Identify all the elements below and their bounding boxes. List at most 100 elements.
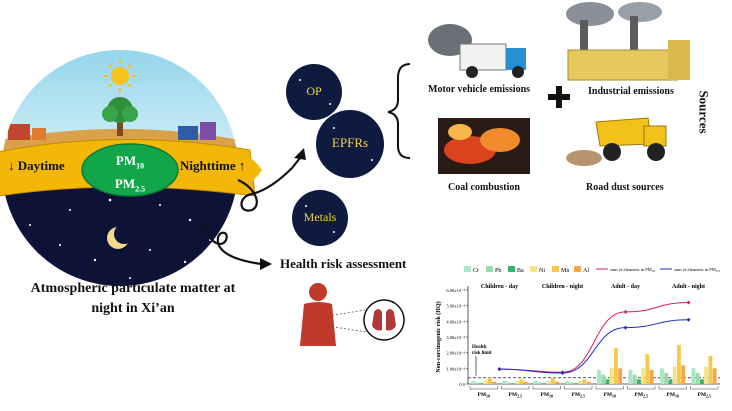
pm25-label: PM2.5: [114, 175, 146, 194]
bar-Al-3: [586, 381, 591, 384]
bar-Ni-0: [483, 380, 488, 384]
bar-Al-1: [523, 381, 528, 384]
bar-Ba-7: [700, 379, 704, 384]
bar-Mn-0: [488, 377, 492, 384]
bar-Pb-4: [601, 374, 606, 384]
health-risk-title: Health risk assessment: [280, 256, 407, 271]
bar-Al-6: [681, 365, 686, 384]
factory-icon: [566, 2, 690, 81]
op-bubble: [286, 64, 342, 120]
bar-Ni-4: [609, 368, 614, 384]
x-bracket-4: [595, 386, 624, 390]
x-bracket-1: [501, 386, 530, 390]
bar-Ni-3: [578, 380, 583, 384]
industrial-label: Industrial emissions: [588, 86, 674, 97]
bar-Cr-3: [565, 380, 570, 384]
bar-Ni-7: [704, 366, 709, 384]
legend-label-Al: Al: [583, 268, 589, 274]
bar-Cr-4: [597, 369, 601, 384]
dump-truck-icon: [566, 117, 667, 166]
x-tick-label-4: PM10: [603, 392, 616, 399]
legend-swatch-Ni: [530, 266, 537, 272]
legend-label-Pb: Pb: [495, 268, 501, 274]
bar-Ba-6: [668, 379, 673, 384]
bar-Pb-2: [538, 382, 543, 384]
bar-Cr-0: [471, 380, 475, 384]
bar-Ni-1: [515, 380, 520, 384]
line-point-0-3: [686, 300, 691, 305]
bar-Ba-5: [637, 379, 641, 384]
bar-Cr-6: [660, 368, 664, 384]
legend-swatch-Ba: [508, 266, 515, 272]
bar-Al-0: [492, 381, 497, 384]
bar-Ni-2: [546, 380, 551, 384]
x-tick-label-2: PM10: [540, 392, 553, 399]
x-tick-label-1: PM2.5: [508, 392, 522, 399]
sources-heading: Sources: [696, 90, 712, 134]
legend-line-label-0: sum of elements in PM10: [610, 267, 656, 273]
health-limit-label-2: risk limit: [472, 351, 492, 356]
caption-line-2: night in Xi’an: [91, 301, 175, 316]
bar-Pb-3: [569, 382, 574, 384]
group-title-2: Adult - day: [611, 284, 640, 290]
road-dust-label: Road dust sources: [586, 182, 664, 193]
y-tick-label-0: 0.0: [459, 382, 465, 387]
legend-swatch-Pb: [486, 266, 493, 272]
legend-label-Mn: Mn: [561, 268, 569, 274]
group-title-0: Children - day: [481, 284, 518, 290]
bar-Al-7: [712, 368, 717, 384]
bar-Ba-3: [574, 383, 578, 384]
x-bracket-3: [564, 386, 593, 390]
health-limit-label-1: Health: [472, 345, 487, 350]
bar-Pb-0: [475, 382, 480, 384]
bar-Ba-2: [542, 383, 547, 384]
x-bracket-7: [690, 386, 719, 390]
bar-Al-2: [555, 381, 560, 384]
nighttime-text: Nighttime: [180, 158, 236, 173]
arrow-to-bubbles: [237, 157, 301, 212]
line-point-0-2: [623, 309, 628, 314]
y-tick-label-6: 6.00x10⁻⁴: [446, 288, 465, 293]
daytime-text: Daytime: [17, 158, 65, 173]
group-title-3: Adult - night: [672, 284, 705, 290]
arrow-to-health: [202, 225, 263, 266]
pm-ellipse: [81, 143, 179, 197]
coal-icon: [438, 118, 530, 174]
x-tick-label-6: PM10: [666, 392, 679, 399]
line-point-1-1: [560, 371, 565, 376]
bar-Pb-6: [664, 373, 669, 384]
bar-Pb-1: [506, 382, 511, 384]
sun-icon: [104, 60, 136, 92]
bar-Ba-4: [605, 379, 610, 384]
line-point-1-2: [623, 325, 628, 330]
bar-Mn-4: [614, 347, 618, 384]
x-tick-label-7: PM2.5: [697, 392, 711, 399]
legend-swatch-Cr: [464, 266, 471, 272]
metals-label: Metals: [303, 210, 337, 224]
moon-icon: [107, 224, 134, 249]
arrow-down-icon: ↓: [8, 158, 15, 173]
y-tick-label-5: 5.00x10⁻⁴: [446, 304, 465, 309]
coal-combustion-label: Coal combustion: [448, 182, 520, 193]
bar-Cr-7: [691, 368, 696, 384]
bar-Al-4: [618, 368, 623, 384]
bar-Mn-2: [551, 377, 555, 384]
bar-Ni-5: [641, 368, 646, 384]
legend-swatch-Al: [574, 266, 581, 272]
x-bracket-2: [532, 386, 561, 390]
bar-Ba-1: [511, 383, 515, 384]
bar-Ba-0: [479, 383, 484, 384]
caption-line-1: Atmospheric particulate matter at: [30, 281, 236, 296]
line-point-1-3: [686, 317, 691, 322]
plus-icon: [548, 86, 570, 108]
y-axis-title: Non-carcinogenic risk (HQ): [435, 301, 442, 372]
bar-Cr-2: [534, 380, 538, 384]
epfrs-bubble: [316, 110, 384, 178]
tree-icon: [102, 97, 138, 136]
bar-Mn-1: [519, 379, 524, 384]
y-tick-label-1: 1.00x10⁻⁴: [446, 366, 465, 371]
x-tick-label-0: PM10: [477, 392, 490, 399]
legend-line-label-1: sum of elements in PM2.5: [674, 267, 720, 273]
x-tick-label-3: PM2.5: [571, 392, 585, 399]
